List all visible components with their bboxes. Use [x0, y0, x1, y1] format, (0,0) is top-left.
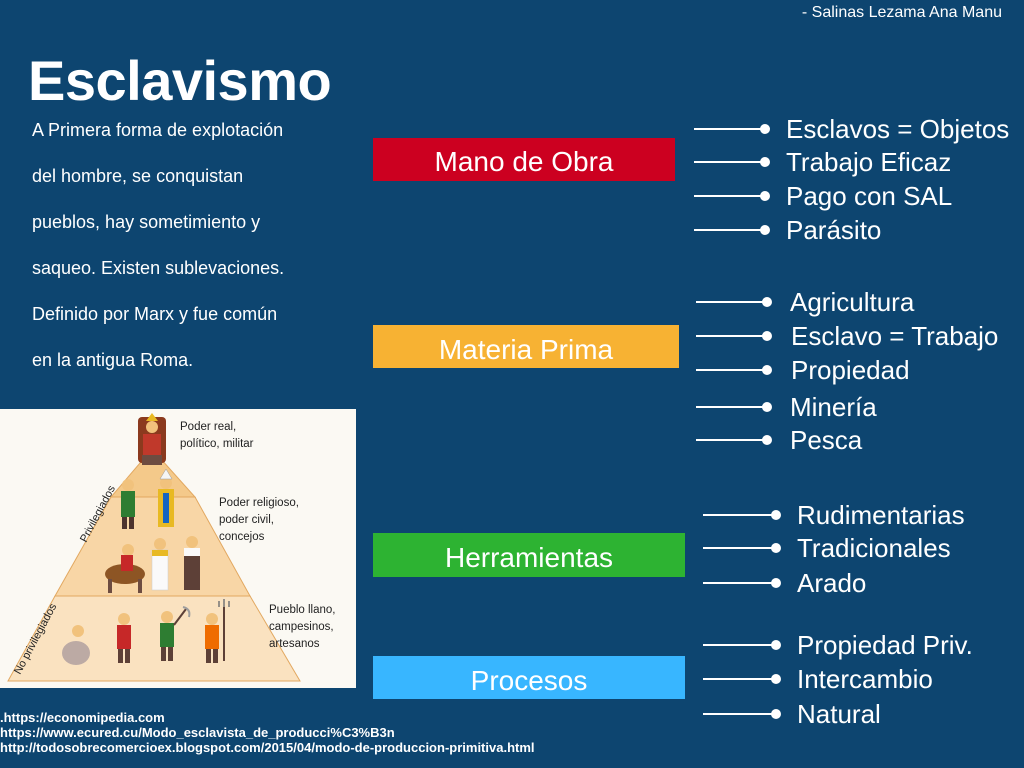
item-label: Intercambio — [797, 664, 933, 694]
item-label: Agricultura — [790, 287, 915, 317]
item-label: Propiedad Priv. — [797, 630, 973, 660]
level-3-line-3: artesanos — [269, 638, 320, 650]
description-line: A Primera forma de explotación — [32, 120, 284, 140]
bullet-dot — [771, 709, 781, 719]
bullet-dot — [771, 578, 781, 588]
level-2-line-2: poder civil, — [219, 514, 274, 526]
bullet-dot — [760, 225, 770, 235]
item-label: Parásito — [786, 215, 882, 245]
king-figure — [138, 413, 166, 465]
reference-link[interactable]: .https://economipedia.com — [0, 710, 165, 725]
connector-line — [696, 369, 766, 371]
description-line: saqueo. Existen sublevaciones. — [32, 258, 285, 278]
bullet-dot — [762, 435, 772, 445]
connector-line — [703, 644, 773, 646]
connector-line — [696, 439, 766, 441]
description-line: del hombre, se conquistan — [32, 166, 244, 186]
category-materia-prima: Materia Prima — [373, 325, 679, 368]
item-label: Propiedad — [791, 355, 910, 385]
connector-line — [696, 301, 766, 303]
item-label: Esclavos = Objetos — [786, 114, 1010, 144]
description-line: en la antigua Roma. — [32, 350, 194, 370]
description: A Primera forma de explotación del hombr… — [32, 116, 352, 392]
connector-line — [694, 195, 764, 197]
connector-line — [696, 335, 766, 337]
bullet-dot — [762, 297, 772, 307]
level-3-line-1: Pueblo llano, — [269, 604, 336, 616]
description-line: pueblos, hay sometimiento y — [32, 212, 261, 232]
connector-line — [703, 582, 773, 584]
bullet-dot — [762, 331, 772, 341]
bullet-dot — [771, 543, 781, 553]
peasants-figures — [62, 599, 230, 665]
connector-line — [694, 229, 764, 231]
category-mano-de-obra: Mano de Obra — [373, 138, 675, 181]
connector-line — [703, 678, 773, 680]
nobles-clergy-figures — [105, 468, 200, 593]
item-label: Minería — [790, 392, 877, 422]
level-2-line-3: concejos — [219, 531, 265, 543]
reference-link[interactable]: http://todosobrecomercioex.blogspot.com/… — [0, 740, 535, 755]
bullet-dot — [760, 124, 770, 134]
level-3-line-2: campesinos, — [269, 621, 334, 633]
description-line: Definido por Marx y fue común — [32, 304, 278, 324]
category-herramientas: Herramientas — [373, 533, 685, 577]
connector-line — [694, 128, 764, 130]
item-label: Pesca — [790, 425, 863, 455]
item-label: Trabajo Eficaz — [786, 147, 952, 177]
level-1-line-1: Poder real, — [180, 421, 236, 433]
connector-line — [703, 514, 773, 516]
item-label: Natural — [797, 699, 881, 729]
bullet-dot — [771, 640, 781, 650]
level-2-line-1: Poder religioso, — [219, 497, 299, 509]
social-pyramid-illustration: Poder real, político, militar Poder reli… — [0, 409, 356, 688]
level-1-line-2: político, militar — [180, 438, 254, 450]
bullet-dot — [760, 191, 770, 201]
bullet-dot — [760, 157, 770, 167]
author-credit: - Salinas Lezama Ana Manu — [801, 4, 1002, 21]
page-title: Esclavismo — [28, 49, 332, 112]
item-label: Rudimentarias — [797, 500, 965, 530]
item-label: Pago con SAL — [786, 181, 953, 211]
reference-link[interactable]: https://www.ecured.cu/Modo_esclavista_de… — [0, 725, 395, 740]
category-procesos: Procesos — [373, 656, 685, 699]
bullet-dot — [762, 402, 772, 412]
connector-line — [703, 713, 773, 715]
connector-line — [696, 406, 766, 408]
item-label: Arado — [797, 568, 867, 598]
bullet-dot — [762, 365, 772, 375]
references: .https://economipedia.com https://www.ec… — [0, 710, 535, 755]
item-label: Esclavo = Trabajo — [791, 321, 999, 351]
item-label: Tradicionales — [797, 533, 951, 563]
bullet-dot — [771, 674, 781, 684]
connector-line — [694, 161, 764, 163]
bullet-dot — [771, 510, 781, 520]
connector-line — [703, 547, 773, 549]
pyramid-svg: Poder real, político, militar Poder reli… — [7, 413, 336, 682]
